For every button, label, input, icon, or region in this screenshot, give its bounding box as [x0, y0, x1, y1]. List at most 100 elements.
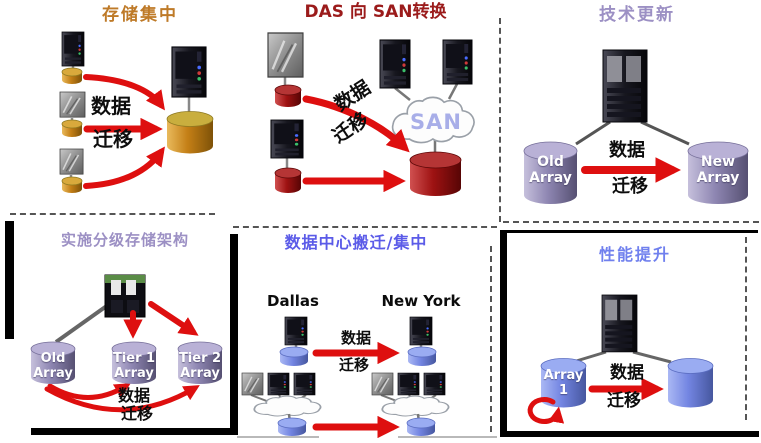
migration-arrow-icon — [47, 383, 131, 400]
p5-site-newyork-label: New York — [381, 292, 461, 310]
p4-tier1-array-label: Tier 1 Array — [112, 351, 156, 381]
panel-border-bar — [500, 230, 507, 437]
server-tower-icon — [284, 316, 308, 346]
panel-baseline — [398, 436, 497, 438]
panel-border-bar — [5, 221, 14, 339]
label-line: 1 — [558, 382, 569, 398]
panel-datacenter-migration-graphic — [241, 316, 450, 439]
disk-cylinder-icon — [274, 167, 302, 193]
label-line: Tier 2 — [178, 351, 222, 366]
migration-arrow-icon — [148, 301, 199, 336]
panel-border-bar — [500, 230, 758, 233]
disk-cylinder-icon — [667, 358, 714, 408]
server-tower-icon — [267, 372, 290, 396]
migration-arrow-icon — [83, 74, 165, 111]
label-line: Array — [529, 169, 572, 186]
disk-cylinder-icon — [61, 119, 83, 137]
p1-migration-label: 迁移 — [93, 127, 133, 151]
panel-border-bar — [31, 428, 238, 435]
label-line: Old — [537, 154, 564, 170]
disk-cylinder-icon — [166, 111, 214, 154]
p3-title: 技术更新 — [599, 5, 675, 25]
server-tower-icon — [293, 372, 316, 396]
disk-cylinder-icon — [111, 341, 157, 384]
migration-arrow-icon — [83, 146, 165, 189]
server-tower-icon — [442, 39, 473, 85]
p5-title: 数据中心搬迁/集中 — [284, 233, 428, 252]
server-rack-icon — [602, 49, 648, 123]
loop-arrow-icon — [527, 397, 565, 424]
server-tower-icon — [409, 316, 433, 346]
panel-performance-graphic — [527, 294, 714, 424]
divider-dashed — [10, 213, 215, 215]
nas-server-icon — [104, 274, 146, 318]
p1-title: 存储集中 — [102, 5, 178, 25]
p5-migration-label: 迁移 — [338, 356, 369, 374]
label-line: Array — [696, 169, 740, 186]
server-tower-icon — [61, 31, 85, 67]
disk-cylinder-icon — [279, 346, 309, 366]
panel-storage-consolidation-graphic — [59, 31, 214, 193]
disk-cylinder-icon — [177, 341, 223, 384]
p4-old-array-label: Old Array — [31, 351, 75, 381]
panel-border-bar — [503, 431, 759, 437]
p6-title: 性能提升 — [598, 245, 671, 264]
disk-cylinder-icon — [523, 141, 578, 204]
server-tower-icon — [397, 372, 420, 396]
panel-baseline — [237, 436, 319, 438]
migration-arrow-icon — [302, 95, 410, 153]
marble-server-icon — [371, 372, 394, 396]
disk-cylinder-icon — [61, 67, 83, 84]
disk-cylinder-icon — [30, 341, 76, 384]
label-line: Tier 1 — [112, 351, 156, 366]
p2-san-label: SAN — [410, 110, 462, 134]
server-rack-icon — [601, 294, 638, 353]
label-line: Array — [33, 365, 73, 381]
disk-cylinder-icon — [274, 84, 302, 107]
panel-border-bar — [230, 234, 238, 434]
label-line: Array — [180, 365, 220, 381]
marble-server-icon — [59, 148, 84, 175]
divider-dashed — [233, 226, 497, 228]
p4-migration-label: 迁移 — [120, 404, 153, 423]
p6-migration-label: 数据 — [610, 363, 644, 383]
p5-migration-label: 数据 — [340, 329, 371, 347]
divider-dashed — [499, 18, 501, 222]
label-line: New — [700, 154, 736, 170]
disk-cylinder-icon — [540, 358, 587, 408]
panel-tiered-storage-graphic — [30, 274, 223, 413]
p5-site-dallas-label: Dallas — [267, 292, 319, 310]
divider-dashed — [503, 221, 759, 223]
p6-array1-label: Array 1 — [541, 368, 586, 398]
divider-dashed — [745, 237, 747, 420]
marble-server-icon — [59, 91, 86, 118]
server-tower-icon — [171, 46, 207, 98]
disk-cylinder-icon — [61, 176, 83, 193]
disk-cylinder-icon — [407, 346, 437, 366]
label-line: Array — [543, 368, 584, 383]
p6-migration-label: 迁移 — [607, 391, 641, 411]
panel-das-to-san-graphic — [266, 31, 475, 196]
divider-dashed — [490, 246, 492, 432]
p3-migration-label: 数据 — [609, 140, 645, 161]
disk-cylinder-icon — [406, 417, 436, 436]
migration-arrow-icon — [44, 385, 200, 413]
server-tower-icon — [423, 372, 446, 396]
marble-server-icon — [241, 372, 264, 396]
p3-new-array-label: New Array — [688, 154, 748, 186]
disk-cylinder-icon — [687, 141, 749, 204]
p4-tier2-array-label: Tier 2 Array — [178, 351, 222, 381]
disk-cylinder-icon — [277, 417, 307, 436]
panel-tech-refresh-graphic — [523, 49, 749, 204]
p2-title: DAS 向 SAN转换 — [304, 2, 447, 22]
label-line: Array — [114, 365, 154, 381]
server-tower-icon — [270, 119, 304, 159]
marble-server-icon — [266, 31, 305, 79]
p4-title: 实施分级存储架构 — [60, 231, 189, 249]
label-line: Old — [40, 351, 66, 366]
disk-cylinder-icon — [409, 151, 462, 196]
p4-migration-label: 数据 — [117, 386, 150, 405]
p1-migration-label: 数据 — [91, 94, 131, 118]
